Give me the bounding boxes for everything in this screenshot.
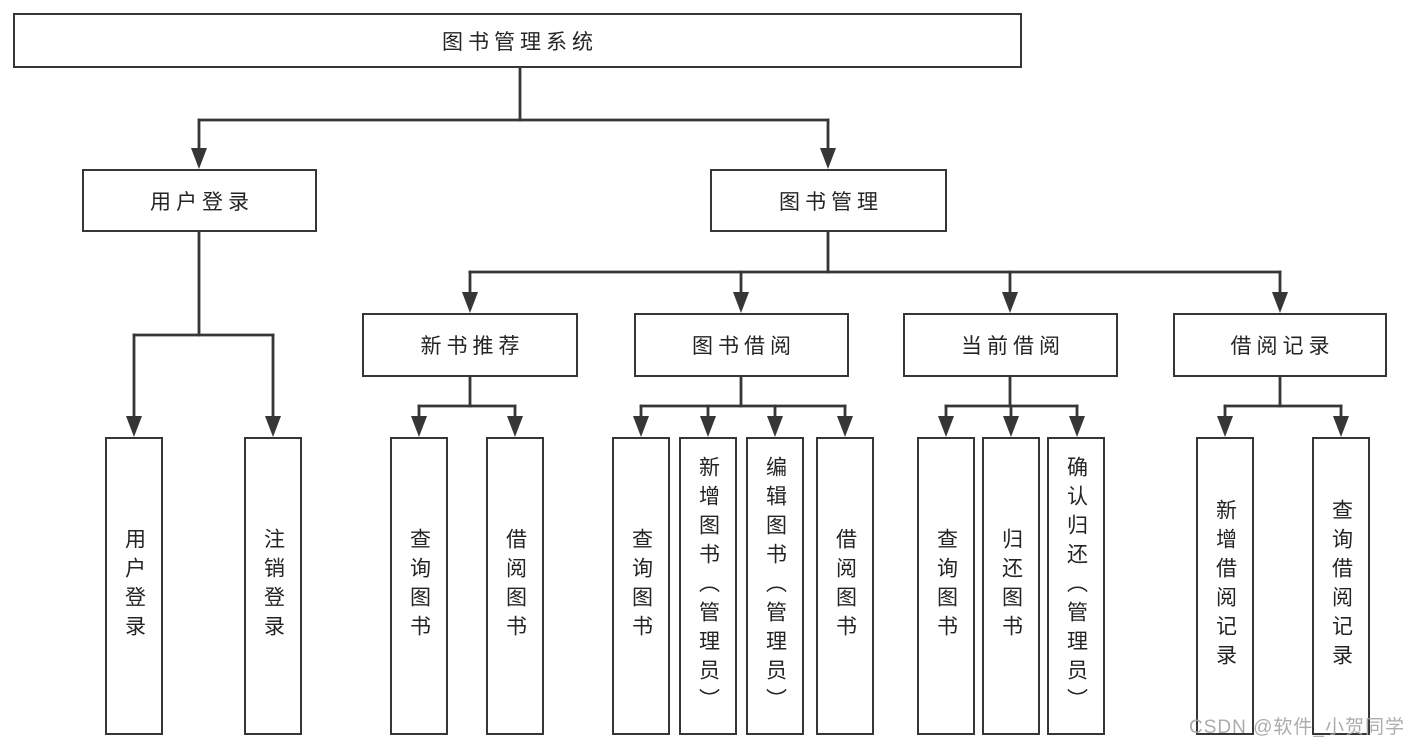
node-book-mgmt-label: 图书管理 [779,190,883,214]
node-new-book-rec: 新书推荐 [362,313,578,377]
connector-current-borrow-branch [938,375,1085,437]
leaf-bb-query-book: 查询图书 [612,437,670,735]
csdn-watermark: CSDN @软件_小贺同学 [1189,717,1405,738]
leaf-nb-borrow-book: 借阅图书 [486,437,544,735]
connector-book-borrow-branch [633,375,853,437]
arrowhead [837,416,853,437]
leaf-logout: 注销登录 [244,437,302,735]
node-user-login: 用户登录 [82,169,317,232]
node-new-book-rec-label: 新书推荐 [420,335,525,358]
leaf-user-login-label: 用户登录 [122,528,146,644]
arrowhead [820,148,836,169]
arrowhead [767,416,783,437]
leaf-cb-query-book-label: 查询图书 [934,528,958,644]
node-book-borrow-label: 图书借阅 [692,335,796,358]
arrowhead [733,292,749,313]
leaf-br-add-record: 新增借阅记录 [1196,437,1254,735]
leaf-bb-query-book-label: 查询图书 [629,528,653,644]
node-root: 图书管理系统 [13,13,1022,68]
leaf-bb-borrow-book-label: 借阅图书 [833,528,857,644]
leaf-cb-return-book-label: 归还图书 [999,528,1023,644]
arrowhead [1003,416,1019,437]
leaf-cb-confirm-return: 确认归还（管理员） [1047,437,1105,735]
connector-book-mgmt-to-level3 [462,230,1288,313]
leaf-bb-edit-book-label: 编辑图书（管理员） [763,455,787,717]
node-borrow-record-label: 借阅记录 [1230,335,1335,358]
leaf-br-query-record-label: 查询借阅记录 [1329,499,1353,673]
arrowhead [265,416,281,437]
arrowhead [633,416,649,437]
node-current-borrow-label: 当前借阅 [961,335,1065,358]
node-user-login-label: 用户登录 [150,190,254,214]
node-root-label: 图书管理系统 [442,30,598,54]
arrowhead [411,416,427,437]
leaf-br-add-record-label: 新增借阅记录 [1213,499,1237,673]
connector-root-to-level2 [191,66,836,169]
arrowhead [1272,292,1288,313]
arrowhead [507,416,523,437]
leaf-nb-query-book: 查询图书 [390,437,448,735]
arrowhead [191,148,207,169]
node-borrow-record: 借阅记录 [1173,313,1387,377]
connector-user-login-branch [126,230,281,437]
arrowhead [1069,416,1085,437]
leaf-nb-query-book-label: 查询图书 [407,528,431,644]
leaf-bb-add-book-label: 新增图书（管理员） [696,455,720,717]
node-book-mgmt: 图书管理 [710,169,947,232]
leaf-bb-borrow-book: 借阅图书 [816,437,874,735]
node-book-borrow: 图书借阅 [634,313,849,377]
leaf-cb-query-book: 查询图书 [917,437,975,735]
arrowhead [126,416,142,437]
connector-new-book-branch [411,375,523,437]
leaf-bb-edit-book: 编辑图书（管理员） [746,437,804,735]
arrowhead [1217,416,1233,437]
leaf-cb-confirm-return-label: 确认归还（管理员） [1064,455,1088,717]
leaf-cb-return-book: 归还图书 [982,437,1040,735]
connector-borrow-record-branch [1217,375,1349,437]
node-current-borrow: 当前借阅 [903,313,1118,377]
arrowhead [1333,416,1349,437]
leaf-logout-label: 注销登录 [261,528,285,644]
leaf-bb-add-book: 新增图书（管理员） [679,437,737,735]
arrowhead [938,416,954,437]
leaf-user-login: 用户登录 [105,437,163,735]
arrowhead [1002,292,1018,313]
leaf-nb-borrow-book-label: 借阅图书 [503,528,527,644]
arrowhead [700,416,716,437]
arrowhead [462,292,478,313]
leaf-br-query-record: 查询借阅记录 [1312,437,1370,735]
